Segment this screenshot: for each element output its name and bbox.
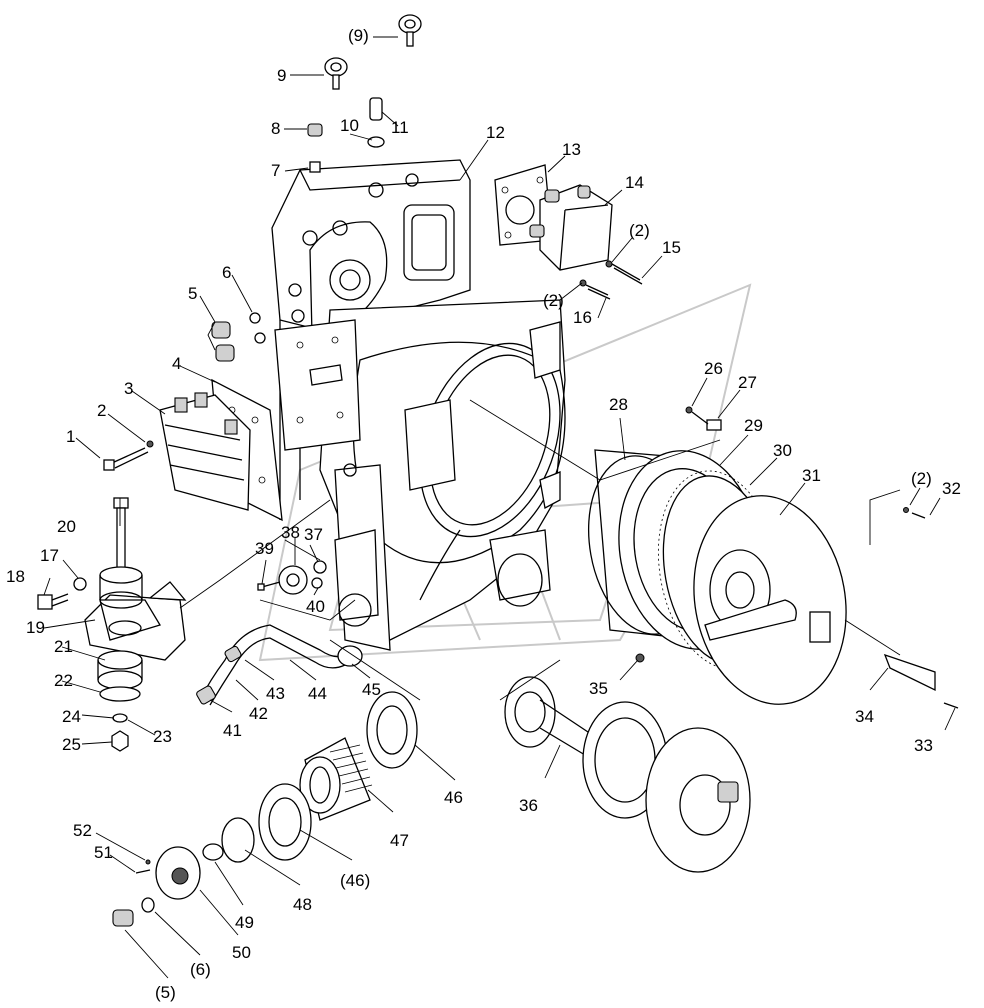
- control-valve: [159, 319, 361, 522]
- callout-label-5b: (5): [155, 983, 176, 1002]
- callout-label-15: 15: [662, 238, 681, 257]
- callout-label-42: 42: [249, 704, 268, 723]
- callout-label-26: 26: [704, 359, 723, 378]
- valve-fittings: [257, 560, 327, 595]
- callout-label-39: 39: [255, 539, 274, 558]
- callout-label-17: 17: [40, 546, 59, 565]
- callout-label-41: 41: [223, 721, 242, 740]
- callout-label-2a: (2): [629, 221, 650, 240]
- drive-gear-assembly: [504, 406, 959, 873]
- callout-label-45: 45: [362, 680, 381, 699]
- callout-label-40: 40: [306, 597, 325, 616]
- callout-label-6b: (6): [190, 960, 211, 979]
- callout-label-34: 34: [855, 707, 874, 726]
- callout-label-28: 28: [609, 395, 628, 414]
- callout-label-6: 6: [222, 263, 231, 282]
- callout-label-2: 2: [97, 401, 106, 420]
- strainer-assembly: [112, 691, 418, 927]
- callout-label-35: 35: [589, 679, 608, 698]
- callout-label-1: 1: [66, 427, 75, 446]
- callout-label-31: 31: [802, 466, 821, 485]
- callout-label-9: 9: [277, 66, 286, 85]
- callout-label-9b: (9): [348, 26, 369, 45]
- mount-bolts: [103, 440, 154, 471]
- callout-label-44: 44: [308, 684, 327, 703]
- hydraulic-pump: [494, 164, 643, 300]
- callout-label-10: 10: [340, 116, 359, 135]
- callout-label-23: 23: [153, 727, 172, 746]
- transmission-housing: [271, 159, 566, 651]
- callout-label-43: 43: [266, 684, 285, 703]
- callout-label-7: 7: [271, 161, 280, 180]
- callout-label-13: 13: [562, 140, 581, 159]
- leader-lines: [43, 36, 956, 979]
- oil-hose: [196, 624, 363, 706]
- callout-label-33: 33: [914, 736, 933, 755]
- callout-label-36: 36: [519, 796, 538, 815]
- callout-label-12: 12: [486, 123, 505, 142]
- callout-label-50: 50: [232, 943, 251, 962]
- callout-label-18: 18: [6, 567, 25, 586]
- callout-label-16: 16: [573, 308, 592, 327]
- callout-label-46: 46: [444, 788, 463, 807]
- lifting-eye: [324, 14, 422, 90]
- callout-label-25: 25: [62, 735, 81, 754]
- callout-label-37: 37: [304, 525, 323, 544]
- callout-label-22: 22: [54, 671, 73, 690]
- callout-label-14: 14: [625, 173, 644, 192]
- callout-label-47: 47: [390, 831, 409, 850]
- callout-label-3: 3: [124, 379, 133, 398]
- callout-label-20: 20: [57, 517, 76, 536]
- callout-label-27: 27: [738, 373, 757, 392]
- callout-label-30: 30: [773, 441, 792, 460]
- callout-label-49: 49: [235, 913, 254, 932]
- callout-label-4: 4: [172, 354, 181, 373]
- callout-label-38: 38: [281, 523, 300, 542]
- fittings: [211, 97, 419, 362]
- callout-label-21: 21: [54, 637, 73, 656]
- callout-label-11: 11: [391, 118, 409, 137]
- engine-mount: [37, 497, 187, 752]
- callout-label-19: 19: [26, 618, 45, 637]
- callout-label-52: 52: [73, 821, 92, 840]
- callout-label-5: 5: [188, 284, 197, 303]
- callout-label-32: 32: [942, 479, 961, 498]
- callout-label-8: 8: [271, 119, 280, 138]
- callout-label-46b: (46): [340, 871, 370, 890]
- callout-label-24: 24: [62, 707, 81, 726]
- callout-label-48: 48: [293, 895, 312, 914]
- callout-label-51: 51: [94, 843, 113, 862]
- callout-label-29: 29: [744, 416, 763, 435]
- callout-label-2c: (2): [911, 469, 932, 488]
- callout-label-2b: (2): [543, 291, 564, 310]
